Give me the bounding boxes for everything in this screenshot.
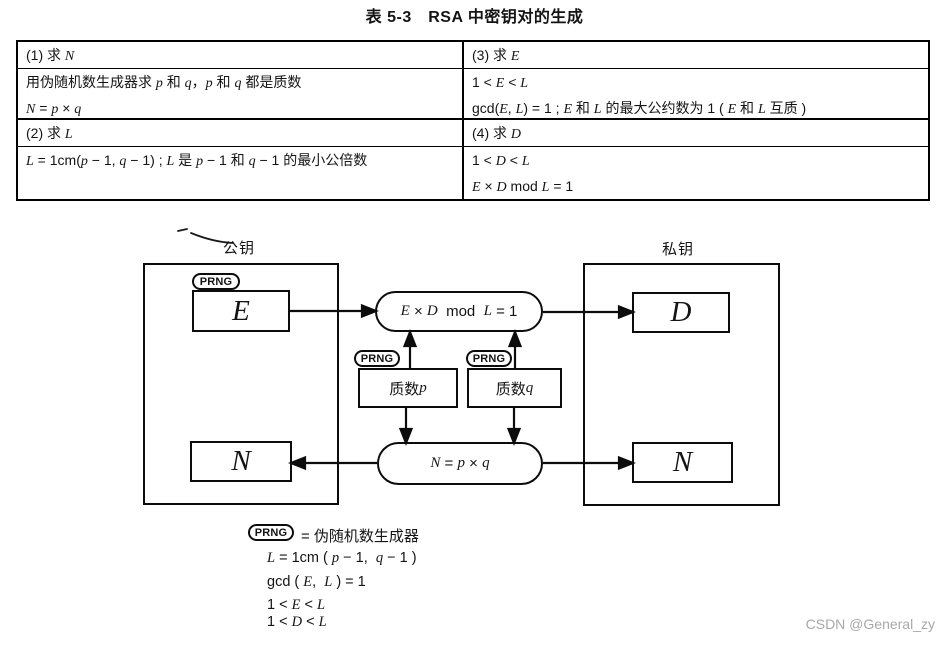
cell-2-header-text: (2) 求 L [26, 125, 73, 142]
legend-prng-text: = 伪随机数生成器 [301, 528, 419, 545]
arrow-p-down [398, 408, 414, 447]
n-box-public-label: N [231, 445, 251, 477]
table-cell-3-body: 1 < E < L gcd(E, L) = 1 ; E 和 L 的最大公约数为 … [462, 69, 928, 120]
legend-line-lcm: L = 1cm ( p − 1, q − 1 ) [267, 550, 417, 566]
d-box: D [632, 292, 730, 333]
arrow-q-down [506, 408, 522, 447]
legend-prng-pill: PRNG [248, 524, 294, 541]
cell-1-line-1: 用伪随机数生成器求 p 和 q，p 和 q 都是质数 [26, 74, 302, 91]
legend-line-e-range: 1 < E < L [267, 597, 326, 613]
n-box-private: N [632, 442, 733, 483]
table-cell-2-header: (2) 求 L [18, 120, 462, 147]
table-cell-1-body: 用伪随机数生成器求 p 和 q，p 和 q 都是质数 N = p × q [18, 69, 462, 120]
formula-npq-node: N = p × q [377, 442, 543, 485]
prng-pill-q: PRNG [466, 350, 512, 367]
n-box-private-label: N [672, 446, 693, 478]
arrow-p-up [402, 328, 418, 368]
e-box: E [192, 290, 290, 332]
cell-1-header-text: (1) 求 N [26, 47, 75, 64]
d-box-label: D [670, 296, 692, 328]
table-cell-2-body: L = 1cm(p − 1, q − 1) ; L 是 p − 1 和 q − … [18, 147, 462, 199]
formula-exd-node: E × D mod L = 1 [375, 291, 543, 332]
table-cell-1-header: (1) 求 N [18, 42, 462, 69]
private-key-box [583, 263, 780, 506]
cell-4-line-2: E × D mod L = 1 [472, 178, 574, 195]
public-key-box [143, 263, 339, 505]
private-key-label: 私钥 [661, 241, 694, 258]
cell-1-line-2: N = p × q [26, 100, 82, 117]
legend-line-d-range: 1 < D < L [267, 614, 327, 630]
cell-4-header-text: (4) 求 D [472, 125, 522, 142]
cell-4-line-1: 1 < D < L [472, 152, 530, 169]
arrow-q-up [507, 328, 523, 368]
cell-2-line-1: L = 1cm(p − 1, q − 1) ; L 是 p − 1 和 q − … [26, 152, 368, 169]
legend-line-gcd: gcd ( E, L ) = 1 [267, 574, 366, 590]
table-title: 表 5-3 RSA 中密钥对的生成 [365, 9, 584, 26]
cell-3-line-1: 1 < E < L [472, 74, 529, 91]
e-box-label: E [232, 294, 250, 327]
n-box-public: N [190, 441, 292, 482]
prng-pill-e: PRNG [192, 273, 240, 290]
watermark: CSDN @General_zy [805, 616, 935, 632]
table-cell-4-body: 1 < D < L E × D mod L = 1 [462, 147, 928, 199]
table-cell-4-header: (4) 求 D [462, 120, 928, 147]
rsa-key-table: (1) 求 N (3) 求 E 用伪随机数生成器求 p 和 q，p 和 q 都是… [16, 40, 930, 201]
cell-3-line-2: gcd(E, L) = 1 ; E 和 L 的最大公约数为 1 ( E 和 L … [472, 100, 807, 117]
prng-pill-p: PRNG [354, 350, 400, 367]
cell-3-header-text: (3) 求 E [472, 47, 520, 64]
table-cell-3-header: (3) 求 E [462, 42, 928, 69]
public-key-label: 公钥 [222, 240, 255, 257]
